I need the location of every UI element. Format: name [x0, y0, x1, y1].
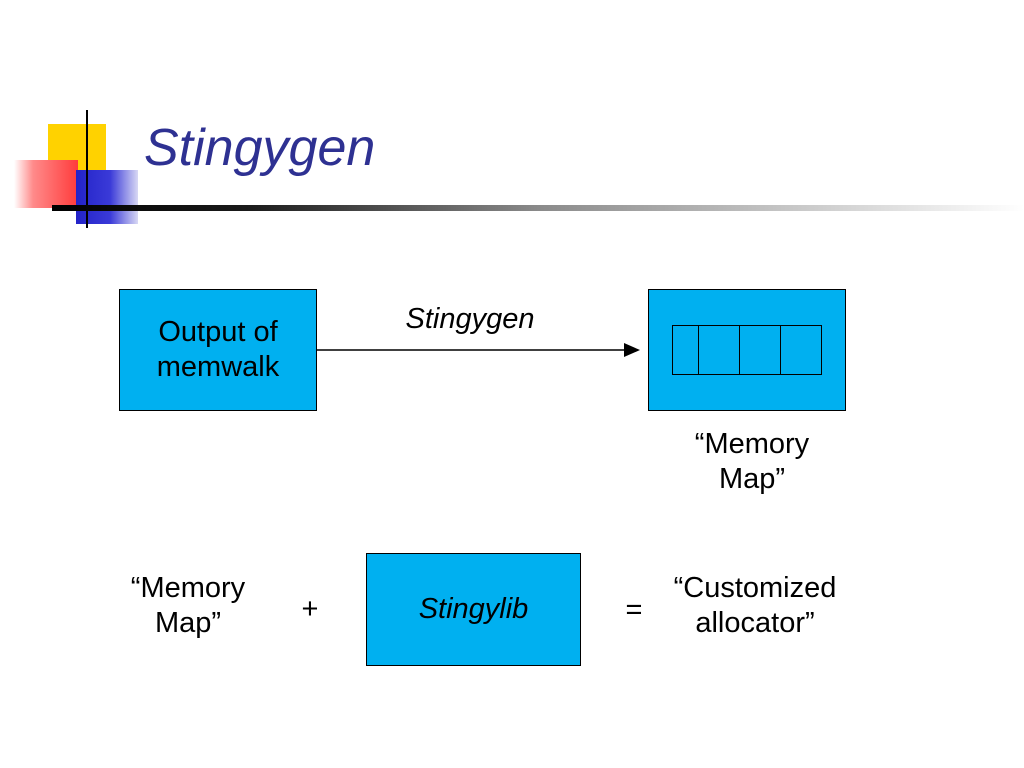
memwalk-box-line-2: memwalk [156, 351, 280, 383]
memory-map-caption-line-2: Map” [718, 462, 786, 495]
logo-red-square [14, 160, 78, 208]
title-underline-rule [52, 205, 1024, 211]
stingylib-box: Stingylib [366, 553, 581, 666]
memory-cell [671, 325, 699, 375]
equation-result-line-1: “Customized [673, 572, 837, 604]
memwalk-output-box: Output of memwalk [119, 289, 317, 411]
slide-title: Stingygen [144, 119, 376, 177]
equation-term-memory-map: “Memory Map” [88, 571, 288, 641]
memory-cell [738, 325, 781, 375]
memory-map-box [648, 289, 846, 411]
memory-map-caption: “Memory Map” [652, 427, 852, 497]
equation-term-line-2: Map” [154, 606, 222, 639]
equals-sign: = [625, 594, 643, 626]
equation-result-allocator: “Customized allocator” [640, 571, 870, 641]
memory-map-caption-line-1: “Memory [694, 428, 810, 460]
arrow-label: Stingygen [405, 303, 535, 335]
arrow-head [624, 343, 640, 357]
memory-cell [697, 325, 740, 375]
memory-cell [779, 325, 822, 375]
logo-vertical-line [86, 110, 88, 228]
equation-term-line-1: “Memory [130, 572, 246, 604]
stingylib-label: Stingylib [418, 593, 529, 625]
memwalk-box-line-1: Output of [158, 316, 278, 349]
memory-map-cells [671, 325, 822, 375]
plus-sign: + [301, 593, 319, 625]
equation-result-line-2: allocator” [695, 606, 815, 639]
